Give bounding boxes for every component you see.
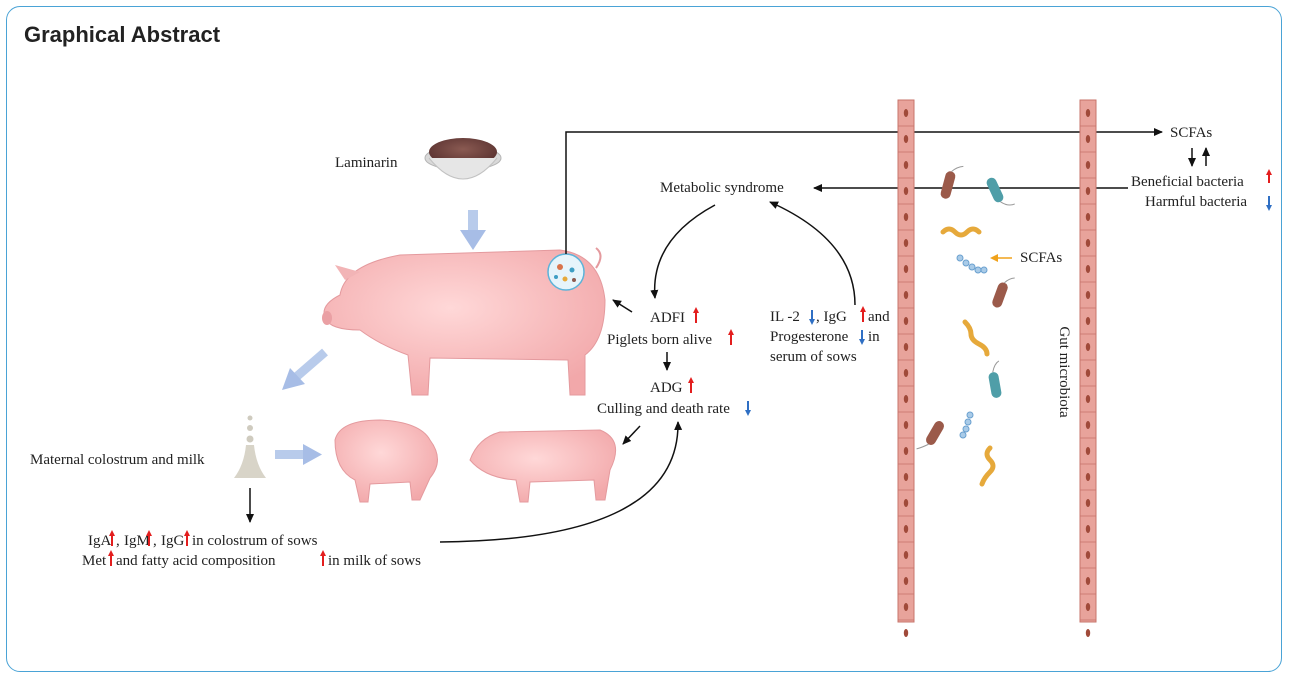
serum-label: serum of sows <box>770 349 857 365</box>
laminarin-label: Laminarin <box>335 155 398 171</box>
metabolic-syndrome-label: Metabolic syndrome <box>660 180 784 196</box>
igg-serum-label: , IgG <box>816 309 847 325</box>
igg-label: IgG <box>161 533 184 549</box>
bacteria-icons <box>917 162 1015 484</box>
comma-2: , <box>153 533 157 549</box>
and-label: and <box>868 309 890 325</box>
adfi-label: ADFI <box>650 310 685 326</box>
milk-sows-label: in milk of sows <box>328 553 421 569</box>
adg-label: ADG <box>650 380 683 396</box>
piglet-right-icon <box>470 430 616 502</box>
feed-arrow-icon <box>460 210 486 250</box>
laminarin-bowl-icon <box>425 138 501 179</box>
colostrum-rest-label: in colostrum of sows <box>192 533 318 549</box>
piglets-born-alive-label: Piglets born alive <box>607 332 712 348</box>
in-label: in <box>868 329 880 345</box>
met-label: Met <box>82 553 107 569</box>
igm-label: IgM <box>124 533 150 549</box>
microbiota-circle-icon <box>548 254 584 290</box>
scfas-mid-label: SCFAs <box>1020 250 1062 266</box>
il2-label: IL -2 <box>770 309 800 325</box>
milk-to-piglets-arrow-icon <box>275 444 322 465</box>
harmful-bacteria-label: Harmful bacteria <box>1145 194 1247 210</box>
intestinal-wall-right-icon <box>1080 100 1096 637</box>
colostrum-arrow-icon <box>282 352 325 390</box>
piglet-left-icon <box>335 420 438 502</box>
progesterone-label: Progesterone <box>770 329 849 345</box>
gut-microbiota-label: Gut microbiota <box>1056 326 1072 418</box>
maternal-colostrum-label: Maternal colostrum and milk <box>30 452 205 468</box>
beneficial-bacteria-label: Beneficial bacteria <box>1131 174 1244 190</box>
scfas-top-label: SCFAs <box>1170 125 1212 141</box>
intestinal-wall-left-icon <box>898 100 914 637</box>
culling-death-label: Culling and death rate <box>597 401 730 417</box>
fatty-acid-label: and fatty acid composition <box>116 553 276 569</box>
iga-label: IgA <box>88 533 111 549</box>
milk-drop-icon <box>234 416 266 479</box>
comma-1: , <box>116 533 120 549</box>
